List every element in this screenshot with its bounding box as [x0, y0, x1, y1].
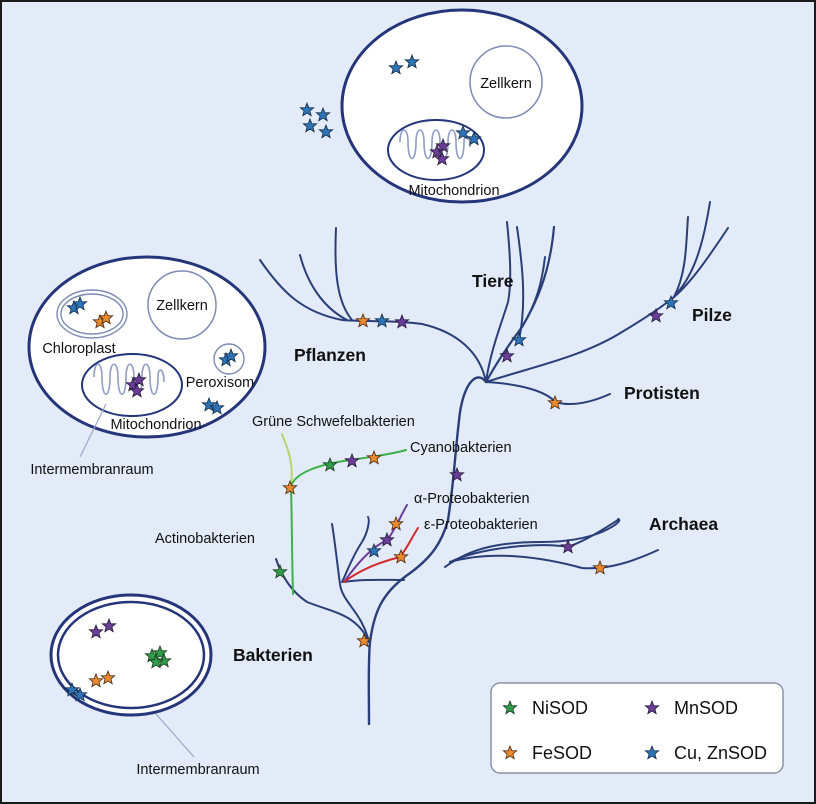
plant-intermembrane-label: Intermembranraum [30, 462, 153, 478]
fesod-star-icon [355, 313, 371, 328]
mnsod-star-icon [344, 453, 360, 468]
plant-cell-nucleus [147, 270, 217, 340]
cuznsod-star-icon [318, 124, 334, 139]
plant-cell: Chloroplast Zellkern Peroxisom Mitochond… [27, 255, 267, 478]
cuznsod-star-icon [511, 332, 527, 347]
legend-box [490, 682, 784, 774]
animal-cell-nucleus [469, 45, 543, 119]
bacterial-cell: Intermembranraum [49, 593, 260, 778]
branch-pilze-2 [673, 227, 729, 298]
branch-green-sulfur [281, 433, 293, 488]
legend-item-cuznsod: Cu, ZnSOD [644, 743, 767, 763]
chloroplast-label: Chloroplast [42, 341, 115, 357]
branch-archaea-stem [444, 518, 621, 568]
branch-bakterien-left [275, 558, 370, 643]
mnsod-star-icon [394, 314, 410, 329]
bacterial-intermembrane-label: Intermembranraum [136, 762, 259, 778]
branch-archaea-2 [449, 549, 659, 570]
mnsod-star-icon [499, 348, 515, 363]
label-actinobakterien: Actinobakterien [155, 531, 255, 547]
label-cyanobakterien: Cyanobakterien [410, 440, 512, 456]
nisod-star-icon [272, 564, 288, 579]
legend-label-nisod: NiSOD [532, 698, 588, 718]
plant-mitochondrion-cristae [93, 363, 165, 396]
branch-pflanzen-2 [299, 254, 348, 321]
chloroplast-outer [56, 289, 128, 339]
branch-pflanzen-3 [334, 227, 353, 321]
fesod-star-icon [282, 480, 298, 495]
animal-mitochondrion-label: Mitochondrion [408, 183, 499, 199]
label-alpha-proteobakterien: α-Proteobakterien [414, 491, 530, 507]
animal-cell: Zellkern Mitochondrion [340, 8, 584, 204]
branch-pilze-1 [673, 201, 711, 298]
label-bakterien: Bakterien [233, 645, 313, 665]
label-protisten: Protisten [624, 383, 700, 403]
cuznsod-star-icon [663, 295, 679, 310]
branch-tiere-stem [485, 221, 512, 383]
animal-nucleus-label: Zellkern [480, 76, 532, 92]
cuznsod-star-icon [299, 102, 315, 117]
fesod-star-icon [366, 450, 382, 465]
branch-bakterien-center [331, 523, 370, 643]
plant-nucleus-label: Zellkern [156, 298, 208, 314]
cuznsod-star-icon [374, 313, 390, 328]
branch-cyanobacteria [290, 449, 407, 488]
label-gruene-schwefelbakterien: Grüne Schwefelbakterien [252, 414, 415, 430]
branch-pilze-3 [673, 216, 689, 298]
label-pflanzen: Pflanzen [294, 345, 366, 365]
animal-mitochondrion-cristae [399, 129, 471, 160]
mnsod-star-icon [648, 308, 664, 323]
branch-alpha-proteo [343, 504, 408, 583]
legend-label-fesod: FeSOD [532, 743, 592, 763]
plant-mitochondrion-label: Mitochondrion [110, 417, 201, 433]
branch-bakterien-center-3 [343, 578, 405, 583]
legend: NiSOD MnSOD FeSOD Cu, ZnSOD [490, 682, 784, 774]
peroxisome-label: Peroxisom [186, 375, 255, 391]
chloroplast-inner [60, 293, 124, 335]
cuznsod-star-icon [315, 107, 331, 122]
legend-item-mnsod: MnSOD [644, 698, 738, 718]
bacterial-intermembrane-pointer [155, 713, 195, 758]
bacterial-inner-membrane [56, 600, 206, 710]
bacterial-outer-membrane [49, 593, 213, 717]
branch-tiere-2 [521, 256, 546, 328]
branch-archaea-1 [449, 519, 619, 563]
fesod-star-icon [393, 549, 409, 564]
branch-cyano-stem [290, 486, 294, 595]
tree-trunk [367, 376, 488, 726]
plant-intermembrane-pointer [79, 403, 107, 458]
legend-item-fesod: FeSOD [502, 743, 592, 763]
nisod-star-icon [322, 457, 338, 472]
branch-bakterien-center-2 [341, 516, 370, 583]
label-tiere: Tiere [472, 271, 514, 291]
legend-item-nisod: NiSOD [502, 698, 588, 718]
legend-label-mnsod: MnSOD [674, 698, 738, 718]
label-epsilon-proteobakterien: ε-Proteobakterien [424, 517, 538, 533]
label-archaea: Archaea [649, 514, 718, 534]
legend-label-cuznsod: Cu, ZnSOD [674, 743, 767, 763]
label-pilze: Pilze [692, 305, 732, 325]
branch-pflanzen-1 [259, 259, 343, 321]
cuznsod-star-icon [302, 118, 318, 133]
branch-tiere-1 [516, 226, 525, 341]
fesod-star-icon [592, 560, 608, 575]
